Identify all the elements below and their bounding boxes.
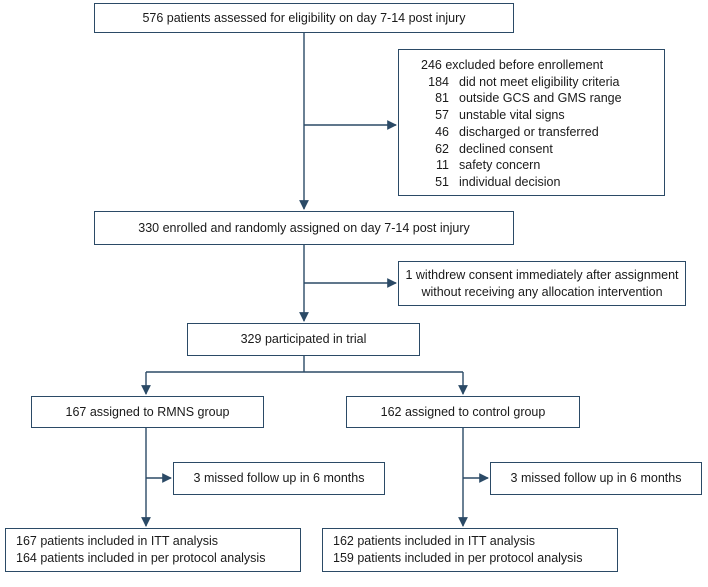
rmns-analysis-box: 167 patients included in ITT analysis 16… [5, 528, 301, 572]
assessed-label: 576 patients assessed for eligibility on… [142, 10, 466, 25]
assessed-box: 576 patients assessed for eligibility on… [94, 3, 514, 33]
enrolled-box: 330 enrolled and randomly assigned on da… [94, 211, 514, 245]
control-itt-label: 162 patients included in ITT analysis [333, 534, 535, 548]
control-assigned-label: 162 assigned to control group [380, 404, 546, 419]
excluded-item: 51 individual decision [435, 174, 561, 189]
control-missed-label: 3 missed follow up in 6 months [510, 471, 682, 485]
control-missed-box: 3 missed follow up in 6 months [490, 462, 702, 495]
excluded-box: 246 excluded before enrollement 184 did … [398, 49, 665, 196]
excluded-item: 184 did not meet eligibility criteria [428, 74, 620, 89]
rmns-itt-label: 167 patients included in ITT analysis [16, 534, 218, 548]
rmns-missed-box: 3 missed follow up in 6 months [173, 462, 385, 495]
excluded-item: 11 safety concern [436, 158, 541, 173]
rmns-assigned-label: 167 assigned to RMNS group [65, 404, 230, 419]
withdrew-line1: 1 withdrew consent immediately after ass… [405, 267, 679, 282]
withdrew-line2: without receiving any allocation interve… [421, 284, 663, 299]
control-assigned-box: 162 assigned to control group [346, 396, 580, 428]
participated-label: 329 participated in trial [240, 332, 367, 346]
excluded-item: 46 discharged or transferred [435, 124, 599, 139]
rmns-pp-label: 164 patients included in per protocol an… [16, 551, 266, 565]
rmns-assigned-box: 167 assigned to RMNS group [31, 396, 264, 428]
rmns-missed-label: 3 missed follow up in 6 months [193, 471, 365, 485]
withdrew-box: 1 withdrew consent immediately after ass… [398, 261, 686, 306]
control-analysis-box: 162 patients included in ITT analysis 15… [322, 528, 618, 572]
excluded-item: 81 outside GCS and GMS range [435, 91, 622, 106]
participated-box: 329 participated in trial [187, 323, 420, 356]
excluded-item: 62 declined consent [435, 141, 553, 156]
excluded-item: 57 unstable vital signs [435, 108, 565, 123]
excluded-title: 246 excluded before enrollement [421, 58, 604, 72]
control-pp-label: 159 patients included in per protocol an… [333, 551, 583, 565]
enrolled-label: 330 enrolled and randomly assigned on da… [138, 220, 470, 235]
